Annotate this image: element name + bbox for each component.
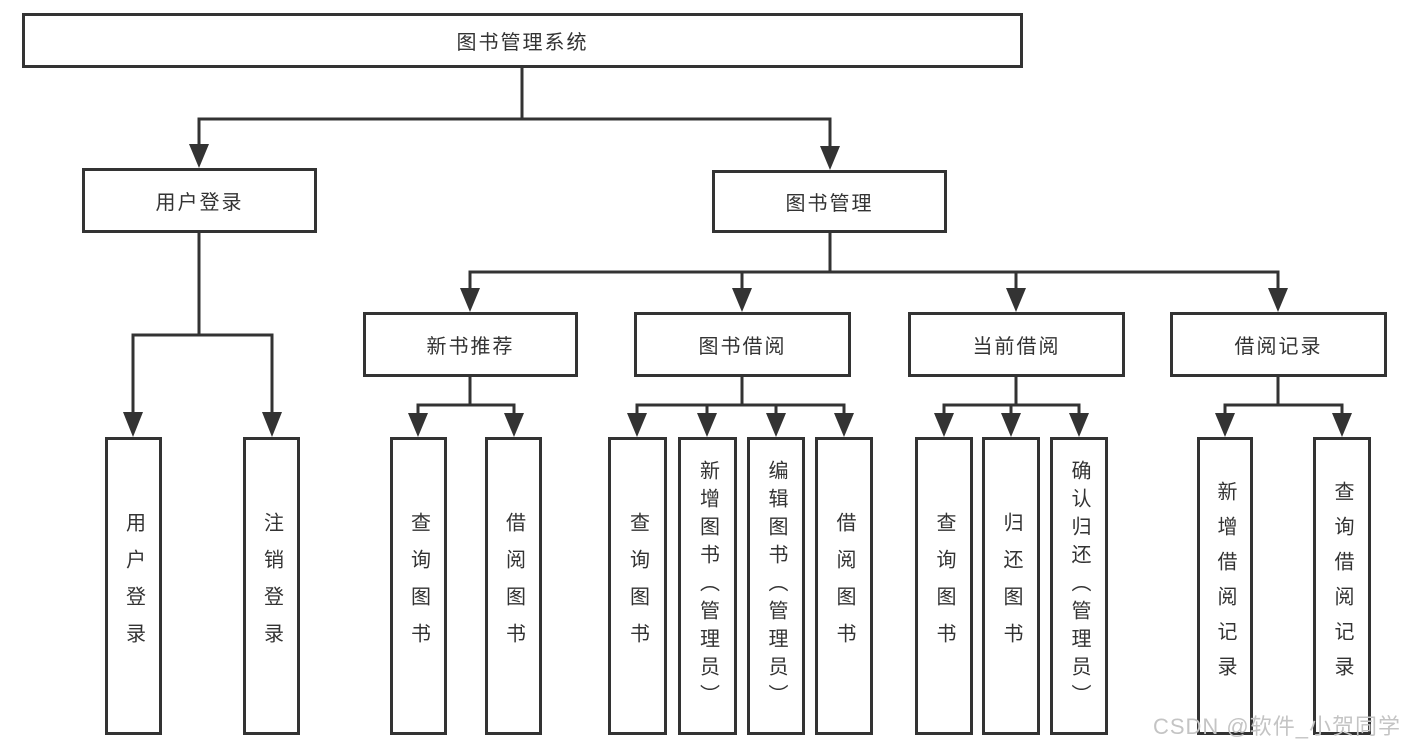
leaf-user-login: 用户登录 — [105, 437, 162, 735]
node-label: 归还图书 — [1000, 512, 1022, 660]
arrow-icon — [732, 288, 752, 312]
arrow-icon — [934, 413, 954, 437]
node-label: 图书借阅 — [698, 336, 787, 358]
node-label: 查询借阅记录 — [1331, 481, 1353, 691]
leaf-confirm-return-admin: 确认归还（管理员） — [1050, 437, 1108, 735]
node-label: 图书管理系统 — [456, 32, 589, 54]
node-book-management: 图书管理 — [712, 170, 947, 233]
node-label: 借阅图书 — [502, 512, 525, 660]
node-label: 注销登录 — [260, 512, 283, 660]
leaf-query-borrow-record: 查询借阅记录 — [1313, 437, 1371, 735]
connector-root-to-level2 — [197, 66, 832, 152]
node-label: 当前借阅 — [972, 336, 1061, 358]
csdn-watermark: CSDN @软件_小贺同学 — [1152, 714, 1401, 739]
leaf-query-books-borrowing: 查询图书 — [608, 437, 667, 735]
node-current-borrowing: 当前借阅 — [908, 312, 1125, 377]
arrow-icon — [460, 288, 480, 312]
connector-new-book-to-leaves — [416, 377, 516, 421]
arrow-icon — [820, 146, 840, 170]
node-label: 用户登录 — [155, 192, 244, 214]
node-label: 新增借阅记录 — [1214, 481, 1236, 691]
arrow-icon — [1001, 413, 1021, 437]
node-label: 查询图书 — [933, 512, 955, 660]
leaf-borrow-books-recommend: 借阅图书 — [485, 437, 542, 735]
arrow-icon — [1268, 288, 1288, 312]
node-label: 编辑图书（管理员） — [765, 460, 787, 712]
arrow-icon — [766, 413, 786, 437]
leaf-add-borrow-record: 新增借阅记录 — [1197, 437, 1253, 735]
arrow-icon — [1006, 288, 1026, 312]
node-book-borrowing: 图书借阅 — [634, 312, 851, 377]
node-label: 借阅记录 — [1234, 336, 1323, 358]
arrow-icon — [1215, 413, 1235, 437]
arrow-icon — [504, 413, 524, 437]
arrow-icon — [1069, 413, 1089, 437]
arrow-icon — [189, 144, 209, 168]
arrow-icon — [1332, 413, 1352, 437]
arrowheads — [123, 144, 1352, 437]
arrow-icon — [262, 412, 282, 437]
node-label: 确认归还（管理员） — [1068, 460, 1090, 712]
arrow-icon — [834, 413, 854, 437]
node-label: 新书推荐 — [426, 336, 515, 358]
leaf-borrow-books-borrowing: 借阅图书 — [815, 437, 873, 735]
arrow-icon — [123, 412, 143, 437]
leaf-add-book-admin: 新增图书（管理员） — [678, 437, 737, 735]
node-label: 用户登录 — [122, 512, 145, 660]
connector-book-mgmt-to-level3 — [468, 233, 1280, 295]
connector-user-login-to-leaves — [131, 233, 274, 420]
node-borrowing-records: 借阅记录 — [1170, 312, 1387, 377]
node-user-login: 用户登录 — [82, 168, 317, 233]
arrow-icon — [627, 413, 647, 437]
arrow-icon — [697, 413, 717, 437]
node-label: 借阅图书 — [833, 512, 855, 660]
leaf-query-books-current: 查询图书 — [915, 437, 973, 735]
connector-book-borrowing-to-leaves — [635, 377, 846, 421]
leaf-query-books-recommend: 查询图书 — [390, 437, 447, 735]
leaf-edit-book-admin: 编辑图书（管理员） — [747, 437, 805, 735]
leaf-logout: 注销登录 — [243, 437, 300, 735]
connector-borrowing-records-to-leaves — [1223, 377, 1344, 421]
leaf-return-books: 归还图书 — [982, 437, 1040, 735]
node-label: 图书管理 — [785, 193, 874, 215]
node-label: 新增图书（管理员） — [696, 460, 719, 712]
node-label: 查询图书 — [407, 512, 430, 660]
node-label: 查询图书 — [626, 512, 649, 660]
arrow-icon — [408, 413, 428, 437]
node-library-system: 图书管理系统 — [22, 13, 1023, 68]
node-new-book-recommend: 新书推荐 — [363, 312, 578, 377]
